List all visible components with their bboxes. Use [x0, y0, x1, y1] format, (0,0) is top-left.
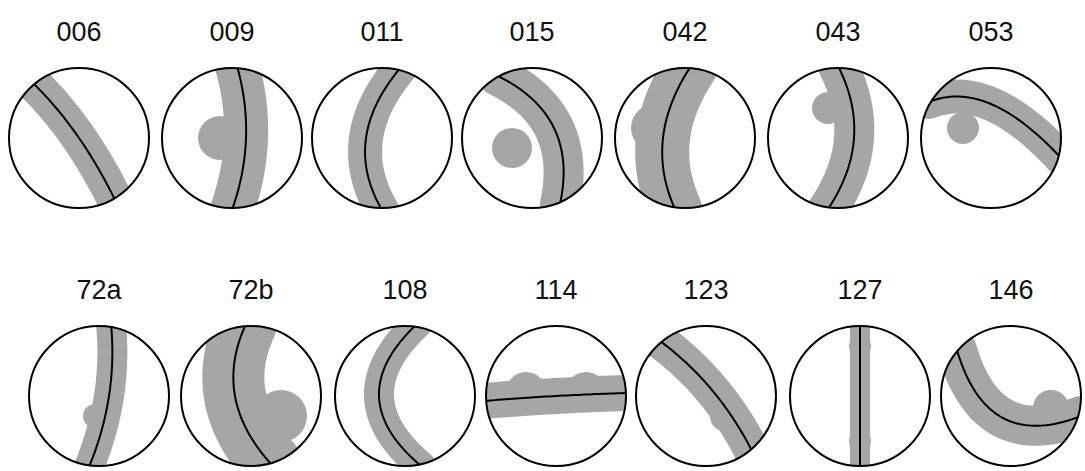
stereonet-circle [460, 66, 604, 210]
stereonet-circle [919, 66, 1063, 210]
scatter-band [812, 92, 844, 124]
net-outline [181, 326, 321, 466]
scatter-band [506, 372, 546, 412]
scatter-band [492, 128, 532, 168]
stereonet-plot: 042 [613, 16, 757, 210]
great-circle [233, 324, 271, 464]
scatter-band [233, 324, 271, 464]
stereonet-plot: 72a [27, 274, 171, 468]
stereonet-circle [613, 66, 757, 210]
stereonet-plot: 127 [788, 274, 932, 468]
stereonet-circle [788, 324, 932, 468]
scatter-band [255, 390, 307, 442]
stereonet-plot: 053 [919, 16, 1063, 210]
sample-label: 108 [333, 274, 477, 306]
scatter-band [631, 104, 679, 152]
net-outline [312, 68, 452, 208]
stereonet-circle [7, 66, 151, 210]
great-circle [498, 76, 564, 204]
great-circle [828, 66, 854, 209]
great-circle [232, 66, 246, 210]
net-outline [29, 326, 169, 466]
stereonet-circle [160, 66, 304, 210]
great-circle [662, 66, 691, 209]
sample-label: 146 [939, 274, 1083, 306]
stereonet-circle [766, 66, 910, 210]
scatter-band [660, 341, 752, 451]
stereonet-plot: 146 [939, 274, 1083, 468]
sample-label: 72a [27, 274, 171, 306]
stereonet-circle [27, 324, 171, 468]
great-circle [365, 66, 402, 210]
net-outline [9, 68, 149, 208]
stereonet-plot: 72b [179, 274, 323, 468]
scatter-band [89, 324, 112, 467]
net-outline [790, 326, 930, 466]
sample-label: 009 [160, 16, 304, 48]
stereonet-plot: 043 [766, 16, 910, 210]
stereonet-plot: 011 [310, 16, 454, 210]
scatter-band [566, 372, 606, 412]
great-circle [89, 324, 112, 467]
net-outline [335, 326, 475, 466]
net-outline [162, 68, 302, 208]
net-outline [768, 68, 908, 208]
stereonet-circle [179, 324, 323, 468]
stereonet-plot: 009 [160, 16, 304, 210]
scatter-band [828, 66, 854, 209]
stereonet-circle [310, 66, 454, 210]
great-circle [660, 341, 752, 451]
net-outline [941, 326, 1081, 466]
great-circle [957, 350, 1081, 426]
net-outline [921, 68, 1061, 208]
stereonet-circle [333, 324, 477, 468]
stereonet-plot: 108 [333, 274, 477, 468]
scatter-band [1033, 390, 1069, 426]
scatter-band [947, 112, 979, 144]
net-outline [486, 326, 626, 466]
sample-label: 042 [613, 16, 757, 48]
great-circle [929, 96, 1061, 158]
scatter-band [34, 84, 117, 204]
great-circle [34, 84, 117, 204]
scatter-band [850, 324, 870, 468]
sample-label: 043 [766, 16, 910, 48]
net-outline [462, 68, 602, 208]
great-circle [484, 393, 628, 401]
scatter-band [957, 350, 1081, 426]
sample-label: 114 [484, 274, 628, 306]
stereonet-plot: 123 [634, 274, 778, 468]
sample-label: 127 [788, 274, 932, 306]
sample-label: 015 [460, 16, 604, 48]
net-outline [636, 326, 776, 466]
net-outline [615, 68, 755, 208]
sample-label: 72b [179, 274, 323, 306]
stereonet-plot: 006 [7, 16, 151, 210]
great-circle [379, 324, 421, 466]
great-circle [859, 324, 861, 468]
sample-label: 006 [7, 16, 151, 48]
sample-label: 123 [634, 274, 778, 306]
scatter-band [365, 66, 402, 210]
scatter-band [929, 96, 1061, 158]
scatter-band [710, 400, 742, 432]
scatter-band [198, 116, 242, 160]
scatter-band [484, 393, 628, 401]
stereonet-plot: 015 [460, 16, 604, 210]
stereonet-circle [634, 324, 778, 468]
stereonet-plot: 114 [484, 274, 628, 468]
sample-label: 011 [310, 16, 454, 48]
sample-label: 053 [919, 16, 1063, 48]
stereonet-circle [939, 324, 1083, 468]
stereonet-circle [484, 324, 628, 468]
